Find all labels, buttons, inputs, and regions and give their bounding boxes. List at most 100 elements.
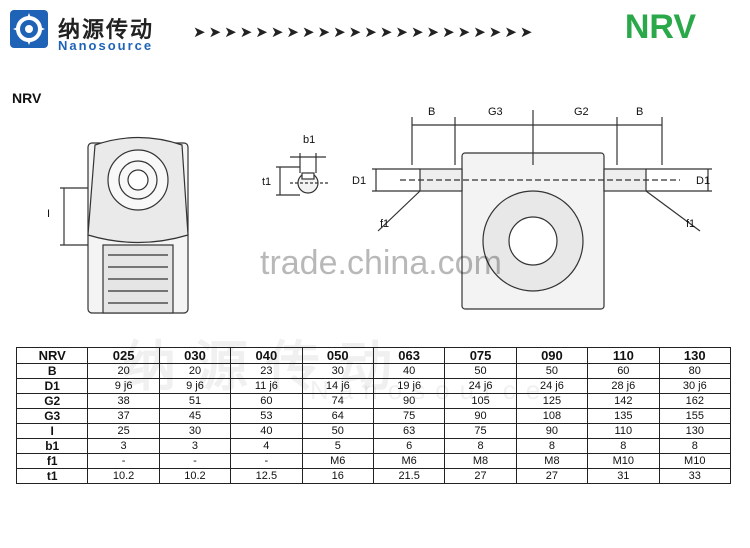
table-cell: 20	[158, 363, 232, 379]
row-label: G3	[15, 408, 89, 424]
table-cell: 24 j6	[515, 378, 589, 394]
brand-logo	[10, 10, 48, 48]
brand-name-en: Nanosource	[58, 38, 154, 53]
table-cell: 155	[658, 408, 732, 424]
dimension-table: NRV 025 030 040 050 063 075 090 110 130 …	[15, 347, 732, 484]
table-cell: 33	[658, 468, 732, 484]
dim-label-f1-left: f1	[380, 218, 389, 230]
row-label: B	[15, 363, 89, 379]
table-cell: 27	[444, 468, 517, 484]
table-cell: 64	[301, 408, 374, 424]
table-header-cell: 050	[301, 347, 374, 364]
table-cell: 8	[587, 438, 660, 454]
table-cell: 21.5	[372, 468, 446, 484]
table-cell: 3	[87, 438, 160, 454]
table-cell: 75	[444, 423, 517, 439]
table-cell: 30	[301, 363, 374, 379]
table-header-cell: 025	[87, 347, 160, 364]
table-cell: 27	[515, 468, 589, 484]
table-cell: 4	[230, 438, 303, 454]
page-header: 纳源传动 Nanosource ➤➤➤➤➤➤➤➤➤➤➤➤➤➤➤➤➤➤➤➤➤➤ N…	[0, 0, 750, 62]
brand-name-cn: 纳源传动	[58, 18, 155, 43]
table-cell: 51	[158, 393, 232, 409]
table-header-cell: 040	[230, 347, 303, 364]
dim-label-t1: t1	[262, 176, 271, 188]
table-cell: 10.2	[158, 468, 232, 484]
table-cell: 45	[158, 408, 232, 424]
table-cell: 60	[230, 393, 303, 409]
table-cell: 28 j6	[587, 378, 660, 394]
table-cell: 10.2	[87, 468, 160, 484]
table-header-row: NRV 025 030 040 050 063 075 090 110 130	[15, 347, 732, 364]
table-cell: 9 j6	[158, 378, 232, 394]
table-cell: 25	[87, 423, 160, 439]
row-label: D1	[15, 378, 89, 394]
dim-label-g2: G2	[574, 106, 589, 118]
dim-label-b1: b1	[303, 134, 315, 146]
dim-label-g3: G3	[488, 106, 503, 118]
table-cell: 16	[301, 468, 374, 484]
table-cell: 50	[301, 423, 374, 439]
shaft-section-drawing	[276, 153, 330, 196]
table-cell: -	[158, 453, 232, 469]
table-header-cell: 110	[587, 347, 660, 364]
dim-label-d1-right: D1	[696, 175, 710, 187]
table-cell: 40	[230, 423, 303, 439]
table-cell: -	[87, 453, 160, 469]
table-cell: 20	[87, 363, 160, 379]
row-label: b1	[15, 438, 89, 454]
row-label: t1	[15, 468, 89, 484]
technical-drawings: I b1 t1 B G3 G2 B D1 D1 f1 f1	[47, 106, 712, 314]
table-cell: 90	[444, 408, 517, 424]
table-cell: 108	[515, 408, 589, 424]
table-cell: 110	[587, 423, 660, 439]
table-cell: 50	[444, 363, 517, 379]
table-cell: 19 j6	[372, 378, 446, 394]
row-label: G2	[15, 393, 89, 409]
table-cell: M10	[658, 453, 732, 469]
table-cell: 162	[658, 393, 732, 409]
table-cell: -	[230, 453, 303, 469]
row-label: f1	[15, 453, 89, 469]
table-cell: 74	[301, 393, 374, 409]
table-cell: 24 j6	[444, 378, 517, 394]
table-cell: 30	[158, 423, 232, 439]
table-cell: 40	[372, 363, 446, 379]
arrow-decoration: ➤➤➤➤➤➤➤➤➤➤➤➤➤➤➤➤➤➤➤➤➤➤	[193, 24, 536, 41]
table-cell: 31	[587, 468, 660, 484]
table-cell: 3	[158, 438, 232, 454]
dim-label-b-right: B	[636, 106, 643, 118]
table-cell: M8	[515, 453, 589, 469]
table-cell: 130	[658, 423, 732, 439]
watermark-site: trade.china.com	[260, 244, 502, 282]
table-cell: 125	[515, 393, 589, 409]
table-cell: 9 j6	[87, 378, 160, 394]
table-cell: 80	[658, 363, 732, 379]
model-title: NRV	[624, 8, 696, 46]
row-label: I	[15, 423, 89, 439]
table-cell: 23	[230, 363, 303, 379]
dim-label-b-left: B	[428, 106, 435, 118]
table-cell: 50	[515, 363, 589, 379]
table-header-cell: 075	[444, 347, 517, 364]
table-header-cell: 063	[372, 347, 446, 364]
table-cell: 37	[87, 408, 160, 424]
table-cell: 53	[230, 408, 303, 424]
table-header-cell: 090	[515, 347, 589, 364]
table-cell: 105	[444, 393, 517, 409]
table-cell: 135	[587, 408, 660, 424]
table-header-cell: 130	[658, 347, 732, 364]
table-header-cell: 030	[158, 347, 232, 364]
table-cell: 75	[372, 408, 446, 424]
section-title: NRV	[12, 90, 42, 106]
table-cell: 60	[587, 363, 660, 379]
gear-logo-icon	[13, 13, 45, 45]
table-cell: 6	[372, 438, 446, 454]
dim-label-f1-right: f1	[686, 218, 695, 230]
